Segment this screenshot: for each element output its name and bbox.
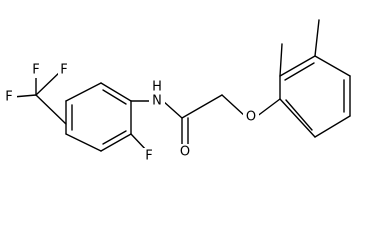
bond-oether-ring2 — [255, 98, 281, 118]
ring1-double-2 — [102, 130, 127, 145]
label-bg-o-carbonyl — [177, 144, 193, 160]
ring2-bond-4 — [279, 98, 316, 138]
atom-label-o-ether: O — [246, 110, 256, 125]
atom-label-o-carbonyl: O — [180, 145, 190, 160]
bond-ch2-oether — [221, 94, 247, 118]
ring1-double-1 — [102, 89, 127, 105]
atom-label-f3: F — [60, 63, 67, 78]
ring1-bond-6 — [65, 82, 102, 102]
bond-carbonyl-ch2 — [181, 94, 223, 119]
ring2-bond-1 — [314, 55, 351, 77]
ring1-bond-4 — [65, 133, 102, 152]
label-bg-f-ring — [142, 148, 156, 164]
ring1-bond-3 — [100, 133, 132, 152]
label-bg-o-ether — [243, 109, 259, 125]
bond-methyl-2 — [279, 43, 283, 77]
atom-label-h: H — [152, 80, 162, 95]
ring2-bond-6 — [279, 55, 316, 77]
bond-nh-carbonyl — [162, 100, 183, 119]
ring2-double-3 — [284, 62, 315, 81]
label-bg-f3 — [58, 62, 72, 78]
bond-cf3-ring — [35, 94, 67, 125]
atom-label-f-ring: F — [145, 149, 152, 164]
ring1-bond-1 — [100, 82, 132, 102]
label-bg-f1 — [3, 89, 17, 105]
ring2-double-2 — [285, 99, 313, 131]
chemical-structure-diagram: F F F H N O O F — [3, 19, 351, 164]
ring2-bond-3 — [314, 115, 351, 138]
label-bg-nh — [149, 80, 165, 110]
bond-methyl-1 — [314, 19, 320, 57]
bonds — [12, 19, 351, 153]
atom-label-n: N — [152, 94, 162, 109]
atom-label-f2: F — [32, 63, 39, 78]
atom-labels: F F F H N O O F — [3, 62, 259, 164]
bond-f3-cf3 — [35, 69, 63, 96]
atom-label-f1: F — [5, 90, 12, 105]
label-bg-f2 — [28, 62, 44, 78]
